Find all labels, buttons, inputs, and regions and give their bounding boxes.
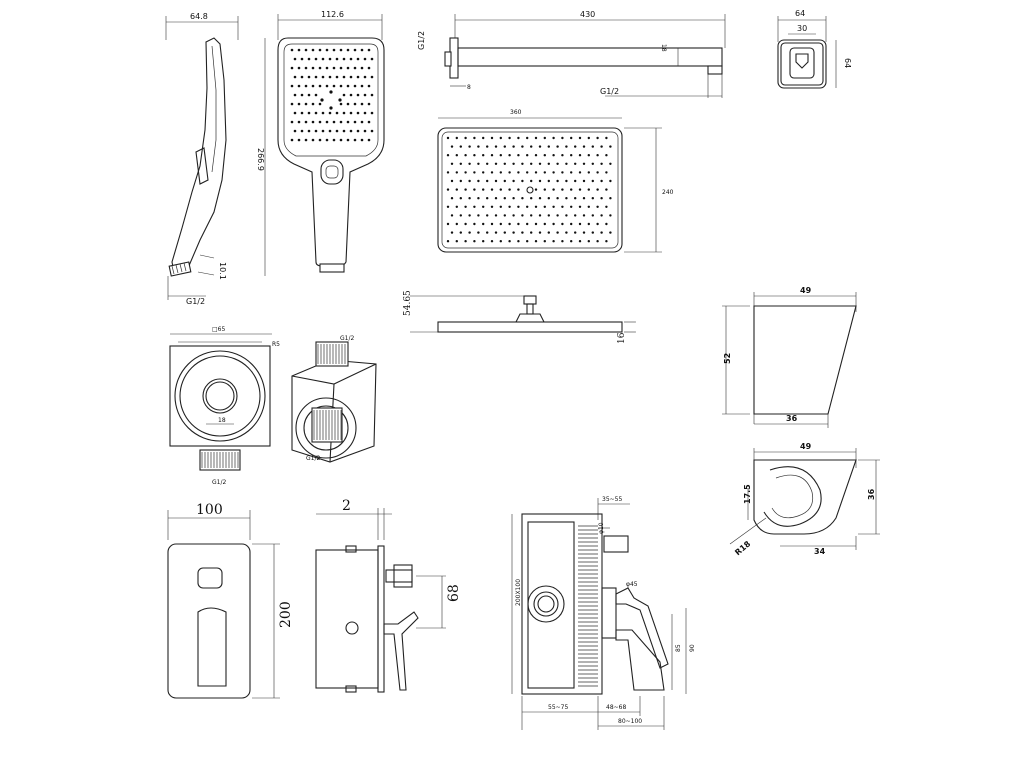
holder-top-radius-label: R18: [733, 539, 752, 557]
holder-side-view: 49 52 36: [722, 286, 857, 428]
holder-top-depth-label: 17.5: [743, 484, 752, 504]
section-h1-label: 85: [675, 644, 682, 652]
valve-section-view: 35~55 φ10 φ45 200X100 85 90 55~75 48~68 …: [511, 496, 696, 730]
elbow-iso-thread-front: [313, 410, 342, 440]
elbow-size-label: □65: [212, 326, 225, 333]
valve-offset-label: 68: [446, 584, 462, 602]
handshower-front-width-label: 112.6: [321, 10, 344, 19]
section-box-label: 200X100: [515, 579, 522, 606]
arm-diameter-label: 18: [660, 44, 667, 52]
elbow-thread-label: G1/2: [212, 479, 226, 486]
holder-top-base-label: 34: [814, 547, 826, 556]
holder-top-height-label: 36: [867, 488, 876, 500]
elbow-inner-label: 18: [218, 417, 226, 424]
valve-section-ribs: [578, 525, 598, 687]
valve-front-view: 100 200: [167, 502, 294, 699]
outlet-inner-label: 30: [797, 24, 807, 33]
showerhead-width-label: 360: [510, 109, 522, 116]
elbow-front-thread: [201, 452, 239, 468]
handshower-front-view: 112.6 266.9: [256, 10, 385, 276]
showerhead-height-label: 240: [662, 189, 674, 196]
elbow-iso-thread-top: [317, 344, 346, 364]
section-bottom2-label: 48~68: [606, 704, 626, 711]
showerhead-thickness-label: 16: [617, 332, 627, 344]
valve-side-view: 2 68: [315, 498, 462, 693]
elbow-hole-label: R5: [272, 341, 280, 348]
holder-bottom-label: 36: [786, 414, 798, 423]
showerhead-nozzles: [446, 136, 612, 243]
arm-small-label: 8: [467, 84, 471, 91]
holder-top-label: 49: [800, 286, 812, 295]
section-angle-label: φ45: [626, 581, 638, 588]
wall-outlet: 64 30 64: [777, 9, 852, 89]
arm-thread-outlet-label: G1/2: [600, 87, 619, 96]
section-h2-label: 90: [689, 644, 696, 652]
valve-width-label: 100: [196, 502, 223, 518]
handshower-nozzles: [290, 48, 374, 142]
holder-height-label: 52: [723, 353, 732, 364]
outlet-outer-label: 64: [795, 9, 805, 18]
handshower-width-label: 64.8: [190, 12, 208, 21]
handshower-side-view: 64.8 10.1 G1/2: [165, 12, 239, 306]
section-top-range-label: 35~55: [602, 496, 622, 503]
section-bottom1-label: 55~75: [548, 704, 568, 711]
iso-thread-front-label: G1/2: [306, 455, 320, 462]
valve-height-label: 200: [278, 601, 294, 628]
handshower-length-label: 10.1: [218, 262, 227, 280]
shower-arm: 430 G1/2 18 8 G1/2: [417, 10, 726, 98]
outlet-height-label: 64: [843, 58, 852, 68]
showerhead-side-view: 54.65 16: [403, 290, 636, 344]
arm-thread-wall-label: G1/2: [417, 31, 426, 50]
iso-thread-top-label: G1/2: [340, 335, 354, 342]
elbow-front-view: □65 R5 18 G1/2: [169, 326, 280, 486]
section-bottom3-label: 80~100: [618, 718, 642, 725]
arm-length-label: 430: [580, 10, 595, 19]
elbow-iso-view: G1/2 G1/2: [291, 335, 377, 463]
showerhead-connection-label: 54.65: [403, 290, 413, 316]
holder-top-view: 49 36 17.5 34 R18: [729, 442, 880, 557]
holder-top-width-label: 49: [800, 442, 812, 451]
showerhead-top-view: 360 240: [437, 109, 674, 253]
handshower-front-height-label: 266.9: [256, 148, 265, 171]
valve-depth-label: 2: [342, 498, 351, 514]
handshower-thread-label: G1/2: [186, 297, 205, 306]
